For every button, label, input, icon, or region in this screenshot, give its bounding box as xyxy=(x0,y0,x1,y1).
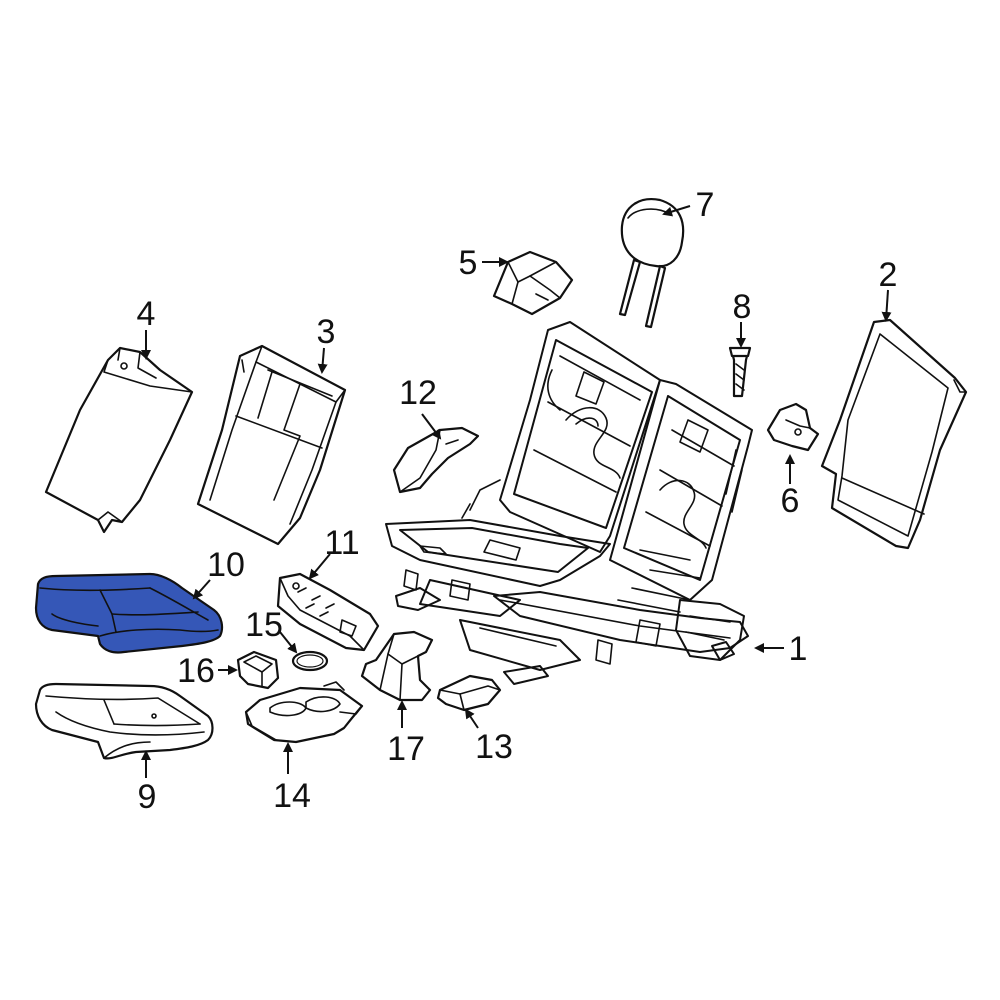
part-15-o-ring[interactable] xyxy=(291,650,329,672)
part-7-headrest[interactable] xyxy=(618,198,685,329)
part-6-hook-bracket[interactable] xyxy=(766,402,820,452)
callout-8[interactable]: 8 xyxy=(733,288,752,326)
leader-11 xyxy=(308,553,331,580)
callout-2[interactable]: 2 xyxy=(879,256,898,294)
callout-14[interactable]: 14 xyxy=(273,777,311,815)
part-11-bracket[interactable] xyxy=(276,572,380,652)
callout-17[interactable]: 17 xyxy=(387,730,425,768)
callout-12[interactable]: 12 xyxy=(399,374,437,412)
callout-13[interactable]: 13 xyxy=(475,728,513,766)
callout-6[interactable]: 6 xyxy=(781,482,800,520)
callout-10[interactable]: 10 xyxy=(207,546,245,584)
leader-12 xyxy=(421,413,442,440)
part-16-cupholder-insert[interactable] xyxy=(236,650,280,690)
callout-5[interactable]: 5 xyxy=(459,244,478,282)
part-9-cushion-pad[interactable] xyxy=(34,682,214,760)
part-14-cupholder-tray[interactable] xyxy=(244,681,364,744)
callout-16[interactable]: 16 xyxy=(177,652,215,690)
callout-15[interactable]: 15 xyxy=(245,606,283,644)
part-8-guide-bushing[interactable] xyxy=(728,346,752,398)
callout-9[interactable]: 9 xyxy=(138,778,157,816)
callout-3[interactable]: 3 xyxy=(317,313,336,351)
part-2-back-panel[interactable] xyxy=(820,318,968,550)
callout-7[interactable]: 7 xyxy=(696,186,715,224)
leader-lines xyxy=(141,205,892,778)
part-13-cap[interactable] xyxy=(436,674,502,712)
leader-10 xyxy=(192,579,211,600)
callout-4[interactable]: 4 xyxy=(137,295,156,333)
callout-11[interactable]: 11 xyxy=(324,524,359,562)
callout-labels: 4 3 5 7 8 2 6 12 11 10 15 16 1 17 13 14 … xyxy=(137,186,898,816)
leader-7 xyxy=(662,205,691,217)
leader-13 xyxy=(464,708,479,729)
part-1-seat-frame[interactable] xyxy=(385,321,753,685)
part-17-bracket-cover[interactable] xyxy=(360,630,434,702)
leader-3 xyxy=(317,347,328,374)
part-12-side-trim[interactable] xyxy=(392,426,480,494)
part-3-seatback-pad[interactable] xyxy=(196,344,347,546)
part-10-seat-cushion[interactable] xyxy=(34,572,224,654)
leader-2 xyxy=(881,289,892,322)
callout-1[interactable]: 1 xyxy=(789,630,808,668)
leader-15 xyxy=(279,631,298,654)
part-4-seatback-cover[interactable] xyxy=(44,346,194,534)
part-5-trim-cover[interactable] xyxy=(492,250,574,316)
